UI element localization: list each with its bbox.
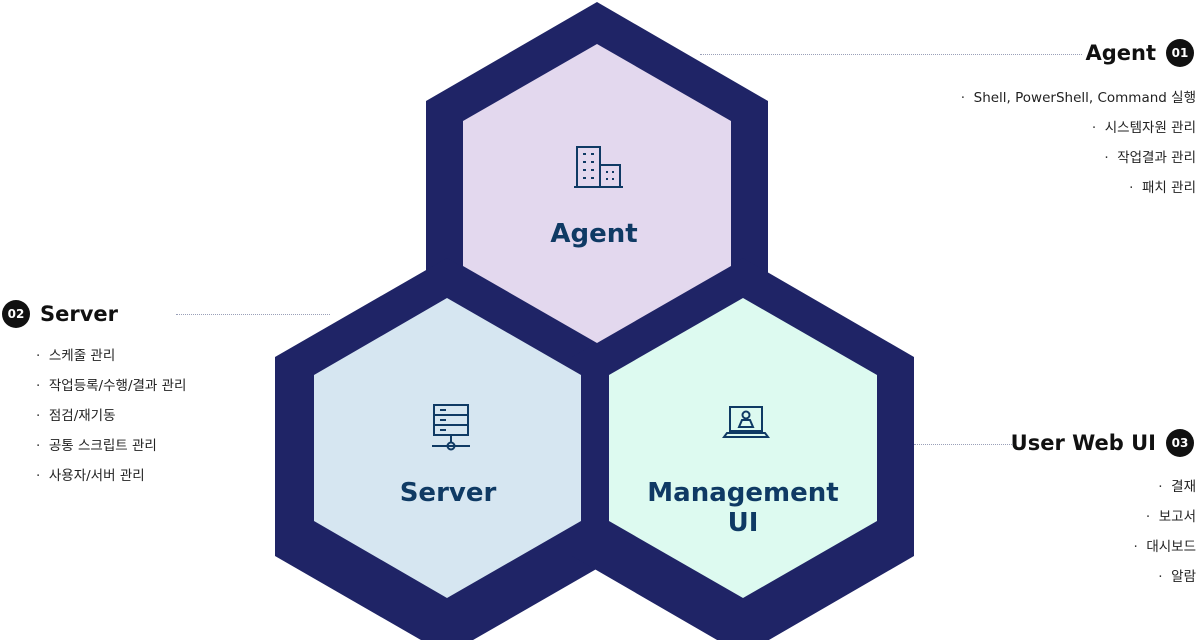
ui-callout-label: User Web UI — [1010, 431, 1156, 455]
agent-callout-badge: 01 — [1166, 39, 1194, 67]
list-item: 패치 관리 — [961, 173, 1196, 203]
list-item: 작업결과 관리 — [961, 143, 1196, 173]
list-item: Shell, PowerShell, Command 실행 — [961, 83, 1196, 113]
server-leader-line — [176, 314, 330, 315]
ui-hex-label-line1: Management — [647, 478, 838, 508]
server-feature-list: 스케줄 관리 작업등록/수행/결과 관리 점검/재기동 공통 스크립트 관리 사… — [36, 341, 187, 491]
agent-feature-list: Shell, PowerShell, Command 실행 시스템자원 관리 작… — [961, 83, 1196, 203]
agent-hex-label: Agent — [550, 219, 637, 249]
ui-leader-line — [914, 444, 1014, 445]
ui-feature-list: 결재 보고서 대시보드 알람 — [1133, 472, 1196, 592]
list-item: 대시보드 — [1133, 532, 1196, 562]
list-item: 알람 — [1133, 562, 1196, 592]
list-item: 스케줄 관리 — [36, 341, 186, 371]
ui-hex — [609, 298, 877, 598]
server-rack-icon — [432, 404, 470, 451]
agent-callout-label: Agent — [1085, 41, 1156, 65]
list-item: 점검/재기동 — [36, 401, 186, 431]
server-callout-title: 02 Server — [2, 300, 118, 328]
ui-callout-badge: 03 — [1166, 429, 1194, 457]
list-item: 보고서 — [1133, 502, 1196, 532]
list-item: 공통 스크립트 관리 — [36, 431, 186, 461]
agent-leader-line — [700, 54, 1082, 55]
list-item: 결재 — [1133, 472, 1196, 502]
laptop-user-icon — [722, 406, 770, 438]
server-callout-label: Server — [40, 302, 119, 326]
ui-callout-title: User Web UI 03 — [1011, 429, 1194, 457]
server-callout-badge: 02 — [2, 300, 30, 328]
ui-hex-label-line2: UI — [728, 508, 759, 538]
list-item: 시스템자원 관리 — [961, 113, 1196, 143]
server-hex-label: Server — [400, 478, 497, 508]
list-item: 사용자/서버 관리 — [36, 461, 186, 491]
list-item: 작업등록/수행/결과 관리 — [36, 371, 187, 401]
building-icon — [574, 146, 623, 188]
agent-hex — [463, 44, 731, 343]
agent-callout-title: Agent 01 — [1085, 39, 1194, 67]
